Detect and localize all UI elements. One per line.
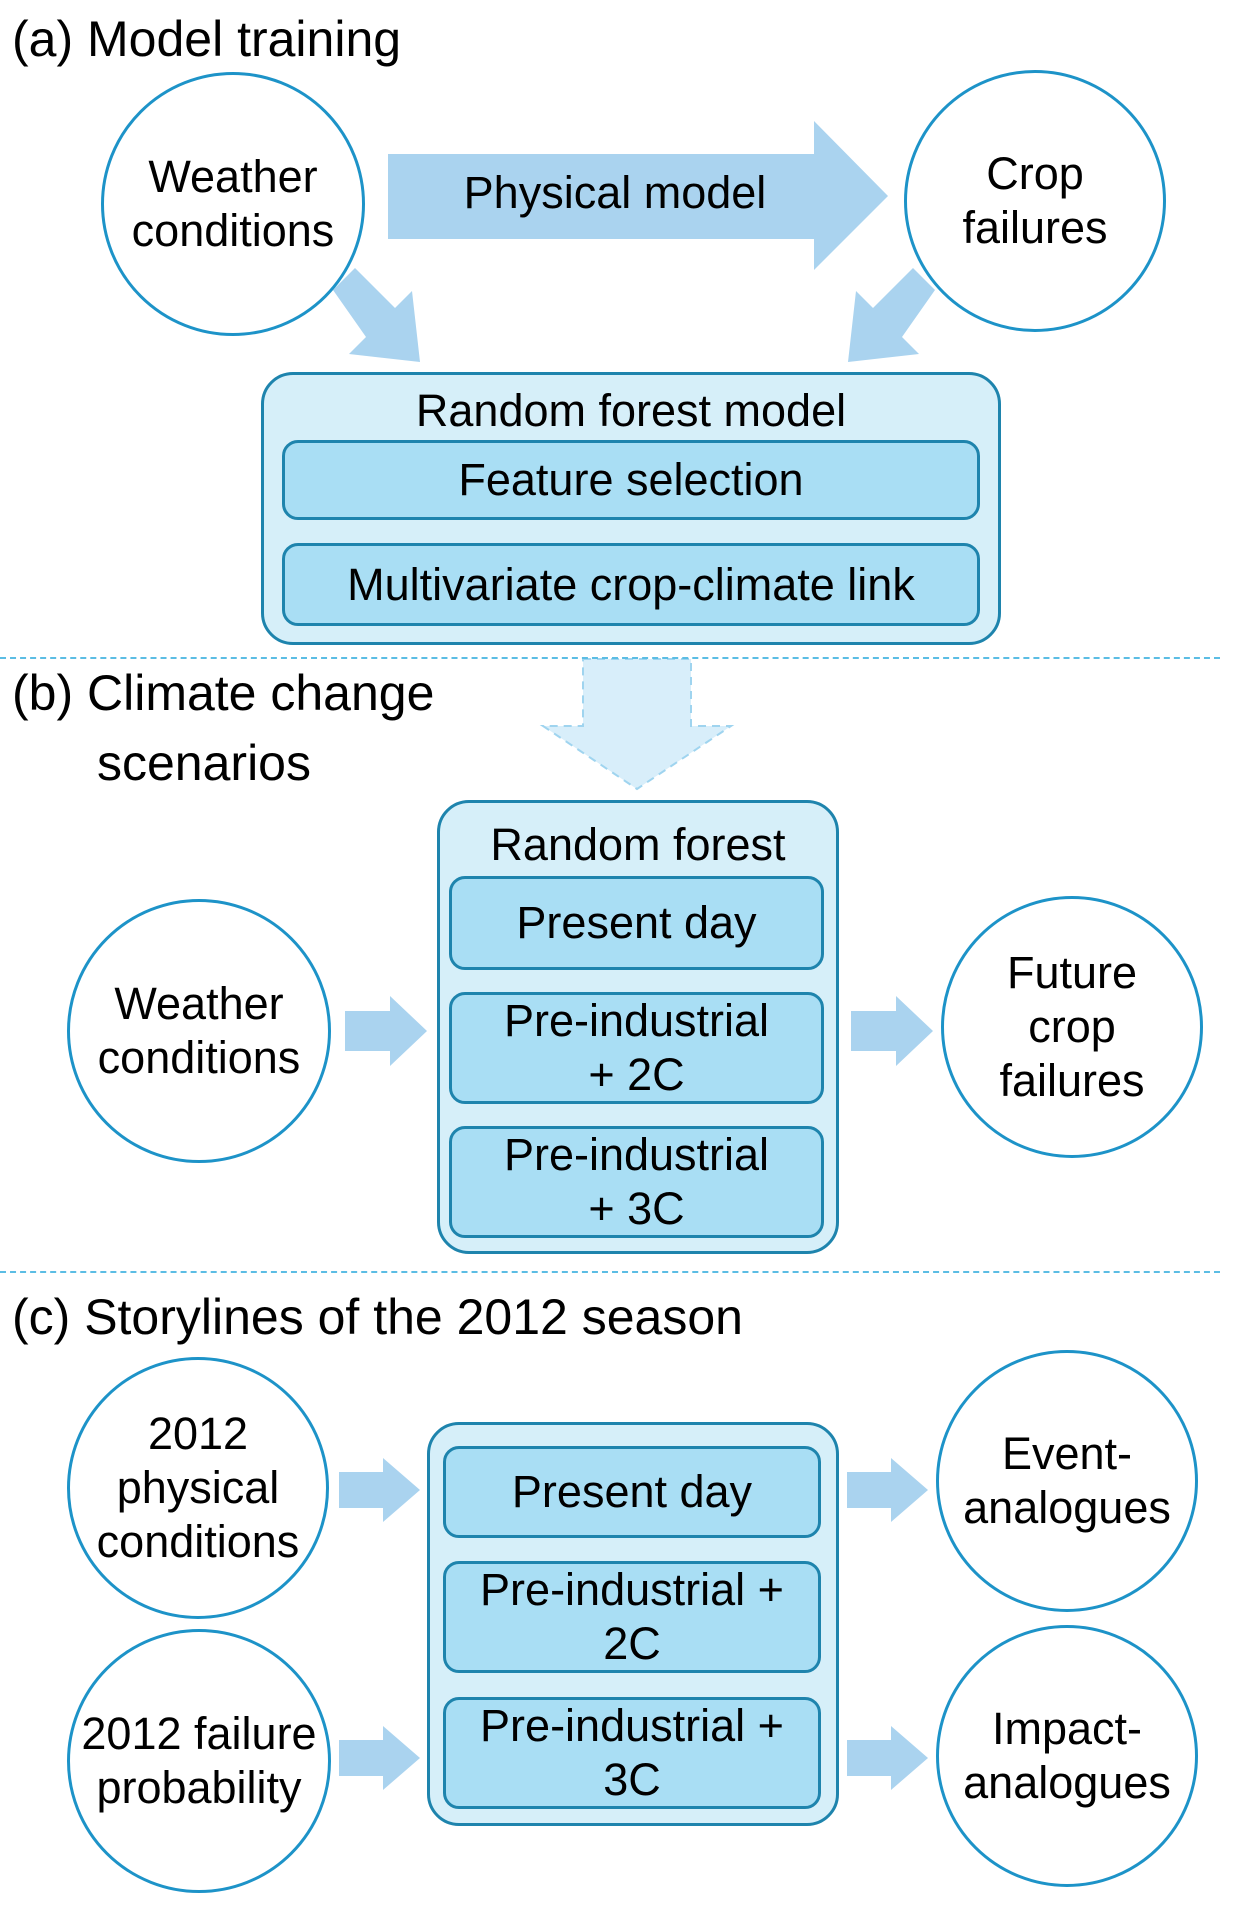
c-left-arrow-2 <box>339 1726 420 1790</box>
rf-title-b: Random forest <box>490 819 786 870</box>
impact-analogues-node: Impact-analogues <box>936 1625 1198 1887</box>
weather-conditions-node: Weather conditions <box>101 72 365 336</box>
random-forest-model-box: Random forest model Feature selection Mu… <box>261 372 1001 645</box>
event-analogues-node: Event-analogues <box>936 1350 1198 1612</box>
panel-c-title: (c) Storylines of the 2012 season <box>12 1289 743 1345</box>
weather-conditions-node-b: Weather conditions <box>67 899 331 1163</box>
physical-model-arrow <box>388 121 888 270</box>
crop-climate-link-box: Multivariate crop-climate link <box>282 543 980 626</box>
feature-selection-box: Feature selection <box>282 440 980 520</box>
dashed-down-arrow <box>539 658 735 791</box>
pre-industrial-3c-box-b: Pre-industrial + 3C <box>449 1126 824 1238</box>
divider-b-c <box>0 1271 1220 1273</box>
pre-industrial-2c-box-b: Pre-industrial + 2C <box>449 992 824 1104</box>
divider-a-b <box>0 657 1220 659</box>
panel-b-title-line2: scenarios <box>97 735 311 791</box>
c-left-arrow-1 <box>339 1458 420 1522</box>
random-forest-box-b: Random forest Present day Pre-industrial… <box>437 800 839 1254</box>
physical-conditions-2012-node: 2012 physical conditions <box>67 1357 329 1619</box>
scenarios-box-c: Present day Pre-industrial + 2C Pre-indu… <box>427 1422 839 1826</box>
c-right-arrow-1 <box>847 1458 928 1522</box>
pre-industrial-3c-box-c: Pre-industrial + 3C <box>443 1697 821 1809</box>
panel-b-title-line1: (b) Climate change <box>12 665 435 721</box>
pre-industrial-2c-box-c: Pre-industrial + 2C <box>443 1561 821 1673</box>
b-left-arrow <box>345 996 427 1066</box>
c-right-arrow-2 <box>847 1726 928 1790</box>
physical-model-label: Physical model <box>463 167 767 218</box>
present-day-box-c: Present day <box>443 1446 821 1538</box>
present-day-box-b: Present day <box>449 876 824 970</box>
crop-failures-node: Crop failures <box>904 70 1166 332</box>
failure-probability-2012-node: 2012 failure probability <box>67 1629 331 1893</box>
crop-to-rf-arrow <box>848 268 935 362</box>
rf-model-title: Random forest model <box>415 385 847 436</box>
panel-a-title: (a) Model training <box>12 11 402 67</box>
weather-to-rf-arrow <box>333 268 420 362</box>
future-crop-failures-node: Future crop failures <box>941 896 1203 1158</box>
b-right-arrow <box>851 996 933 1066</box>
